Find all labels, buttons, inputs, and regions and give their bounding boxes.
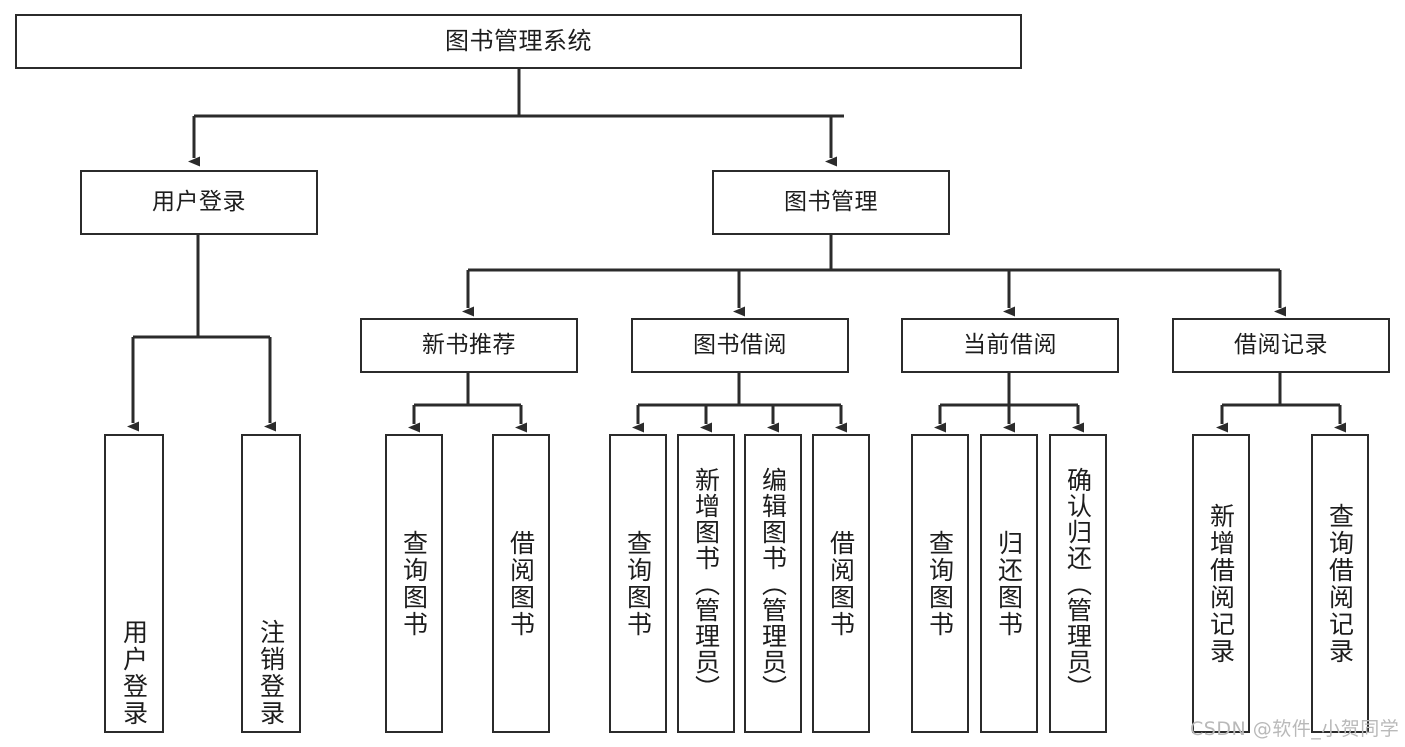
leaf-book-borrow-edit-book[interactable]: 编辑图书（管理员） <box>744 434 802 733</box>
leaf-book-borrow-borrow-book[interactable]: 借阅图书 <box>812 434 870 733</box>
node-new-book-recommend[interactable]: 新书推荐 <box>360 318 578 373</box>
node-label: 新增借阅记录 <box>1206 502 1236 665</box>
node-label: 编辑图书（管理员） <box>758 466 788 701</box>
node-label: 新增图书（管理员） <box>691 466 721 701</box>
leaf-user-login-logout[interactable]: 注销登录 <box>241 434 301 733</box>
node-label: 图书管理系统 <box>445 26 592 55</box>
leaf-new-book-query-book[interactable]: 查询图书 <box>385 434 443 733</box>
leaf-borrow-record-add-record[interactable]: 新增借阅记录 <box>1192 434 1250 733</box>
node-label: 归还图书 <box>994 529 1024 638</box>
node-label: 查询图书 <box>925 529 955 638</box>
node-current-borrow[interactable]: 当前借阅 <box>901 318 1119 373</box>
node-label: 查询借阅记录 <box>1325 502 1355 665</box>
node-label: 图书管理 <box>784 189 878 216</box>
leaf-book-borrow-add-book[interactable]: 新增图书（管理员） <box>677 434 735 733</box>
leaf-current-borrow-return-book[interactable]: 归还图书 <box>980 434 1038 733</box>
node-book-borrow[interactable]: 图书借阅 <box>631 318 849 373</box>
node-label: 查询图书 <box>623 529 653 638</box>
node-label: 图书借阅 <box>693 332 787 359</box>
node-label: 用户登录 <box>119 619 149 727</box>
node-label: 查询图书 <box>399 529 429 638</box>
node-label: 确认归还（管理员） <box>1063 466 1093 701</box>
node-book-manage[interactable]: 图书管理 <box>712 170 950 235</box>
node-label: 注销登录 <box>256 619 286 727</box>
node-borrow-record[interactable]: 借阅记录 <box>1172 318 1390 373</box>
node-label: 借阅图书 <box>506 529 536 638</box>
leaf-borrow-record-query-record[interactable]: 查询借阅记录 <box>1311 434 1369 733</box>
leaf-current-borrow-query-book[interactable]: 查询图书 <box>911 434 969 733</box>
node-label: 当前借阅 <box>963 332 1057 359</box>
leaf-current-borrow-confirm-return[interactable]: 确认归还（管理员） <box>1049 434 1107 733</box>
node-label: 借阅图书 <box>826 529 856 638</box>
node-root-system[interactable]: 图书管理系统 <box>15 14 1022 69</box>
node-label: 借阅记录 <box>1234 332 1328 359</box>
leaf-book-borrow-query-book[interactable]: 查询图书 <box>609 434 667 733</box>
csdn-watermark: CSDN @软件_小贺同学 <box>1190 718 1400 740</box>
node-label: 新书推荐 <box>422 332 516 359</box>
leaf-new-book-borrow-book[interactable]: 借阅图书 <box>492 434 550 733</box>
leaf-user-login-login[interactable]: 用户登录 <box>104 434 164 733</box>
node-user-login[interactable]: 用户登录 <box>80 170 318 235</box>
node-label: 用户登录 <box>152 189 246 216</box>
